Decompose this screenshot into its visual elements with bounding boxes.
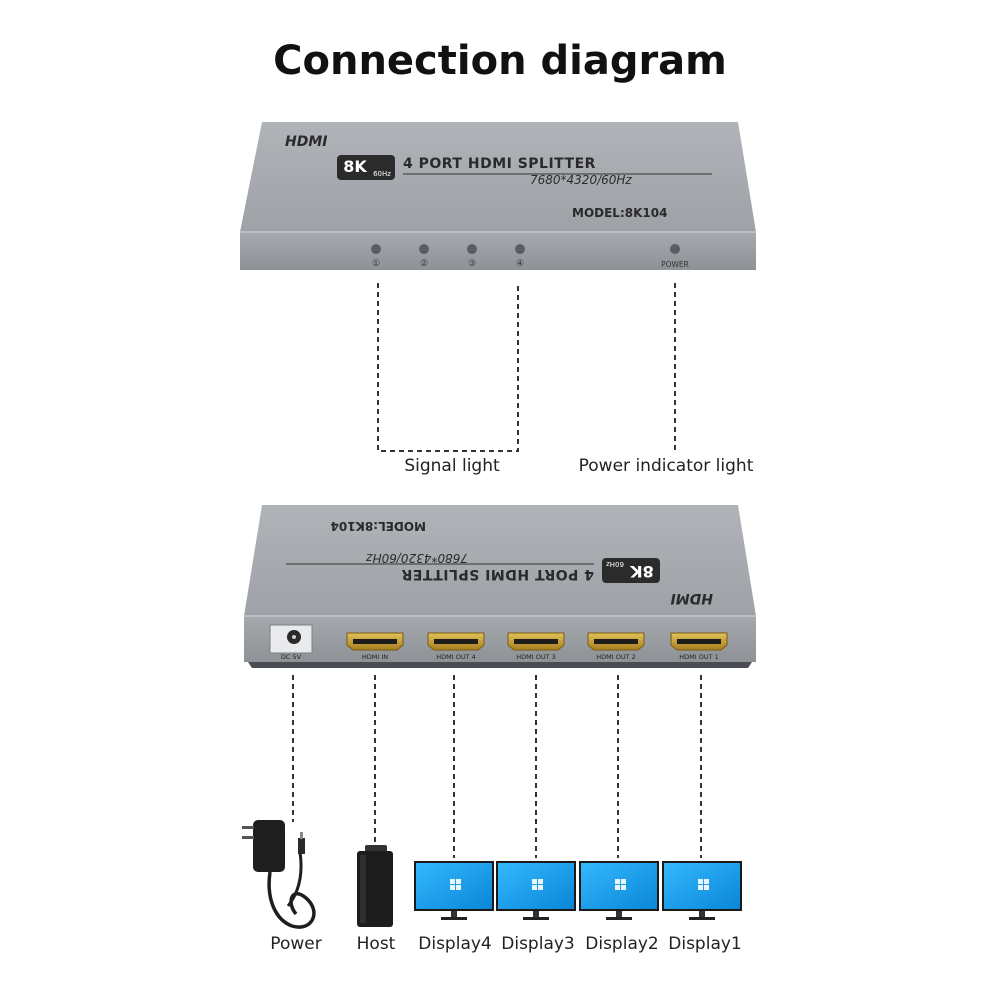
power-indicator-caption: Power indicator light (578, 456, 754, 476)
badge-60hz-text-back: 60Hz (606, 560, 624, 568)
model-back: MODEL:8K104 (331, 519, 426, 533)
hdmi-logo-back: HDMI (671, 590, 713, 606)
spec-back: 7680*4320/60Hz (366, 551, 468, 565)
product-name-front: 4 PORT HDMI SPLITTER (403, 156, 596, 172)
back-case-top (244, 505, 756, 616)
badge-8k-text-back: 8K (630, 562, 654, 581)
back-case-base (248, 662, 752, 668)
signal-led-label-2: ② (420, 258, 428, 268)
diagram-title: Connection diagram (273, 38, 727, 84)
badge-8k-front (337, 155, 395, 180)
model-front: MODEL:8K104 (572, 206, 667, 220)
display4-monitor-icon (414, 861, 494, 920)
device-label-host: Host (356, 934, 396, 954)
signal-led-1 (371, 244, 381, 254)
hdmi-out1-port: HDMI OUT 1 (670, 632, 728, 661)
badge-60hz-text-front: 60Hz (373, 170, 391, 178)
signal-led-label-1: ① (372, 258, 380, 268)
back-device: HDMI 8K 60Hz 4 PORT HDMI SPLITTER 7680*4… (244, 505, 756, 668)
front-callout-lines (377, 283, 676, 452)
front-device: HDMI 8K 60Hz 4 PORT HDMI SPLITTER 7680*4… (240, 122, 756, 270)
signal-led-label-4: ④ (516, 258, 524, 268)
badge-8k-text-front: 8K (343, 157, 367, 176)
hdmi-ports: HDMI IN HDMI OUT 4 HDMI OUT 3 HDMI OUT 2 (346, 632, 728, 661)
front-case-face (240, 232, 756, 270)
signal-led-3 (467, 244, 477, 254)
hdmi-in-port: HDMI IN (346, 632, 404, 661)
device-label-power: Power (270, 934, 322, 954)
hdmi-out3-port: HDMI OUT 3 (507, 632, 565, 661)
hdmi-logo-front: HDMI (285, 134, 327, 150)
front-case-top (240, 122, 756, 232)
signal-light-caption: Signal light (404, 456, 500, 476)
device-label-display1: Display1 (668, 934, 742, 954)
display1-monitor-icon (662, 861, 742, 920)
port-label-hdmi-in: HDMI IN (362, 653, 388, 661)
display2-monitor-icon (579, 861, 659, 920)
port-label-hdmi-out4: HDMI OUT 4 (436, 653, 476, 661)
signal-led-2 (419, 244, 429, 254)
display3-monitor-icon (496, 861, 576, 920)
badge-8k-back (602, 558, 660, 583)
device-label-display4: Display4 (418, 934, 492, 954)
device-label-display3: Display3 (501, 934, 575, 954)
spec-front: 7680*4320/60Hz (530, 173, 632, 187)
signal-led-label-3: ③ (468, 258, 476, 268)
back-top-print: HDMI 8K 60Hz 4 PORT HDMI SPLITTER 7680*4… (286, 519, 713, 606)
signal-led-4 (515, 244, 525, 254)
back-connection-lines (292, 675, 702, 858)
hdmi-out2-port: HDMI OUT 2 (587, 632, 645, 661)
signal-light-bracket (377, 283, 519, 452)
power-led (670, 244, 680, 254)
device-label-display2: Display2 (585, 934, 659, 954)
port-label-dc: DC 5V (281, 653, 302, 661)
host-stick-icon (357, 845, 393, 927)
product-name-back: 4 PORT HDMI SPLITTER (401, 566, 594, 582)
port-label-hdmi-out2: HDMI OUT 2 (596, 653, 636, 661)
port-label-hdmi-out3: HDMI OUT 3 (516, 653, 556, 661)
signal-leds: ① ② ③ ④ (371, 244, 525, 268)
port-label-hdmi-out1: HDMI OUT 1 (679, 653, 719, 661)
power-adapter-icon (242, 820, 316, 929)
hdmi-out4-port: HDMI OUT 4 (427, 632, 485, 661)
power-led-label: POWER (661, 260, 689, 269)
